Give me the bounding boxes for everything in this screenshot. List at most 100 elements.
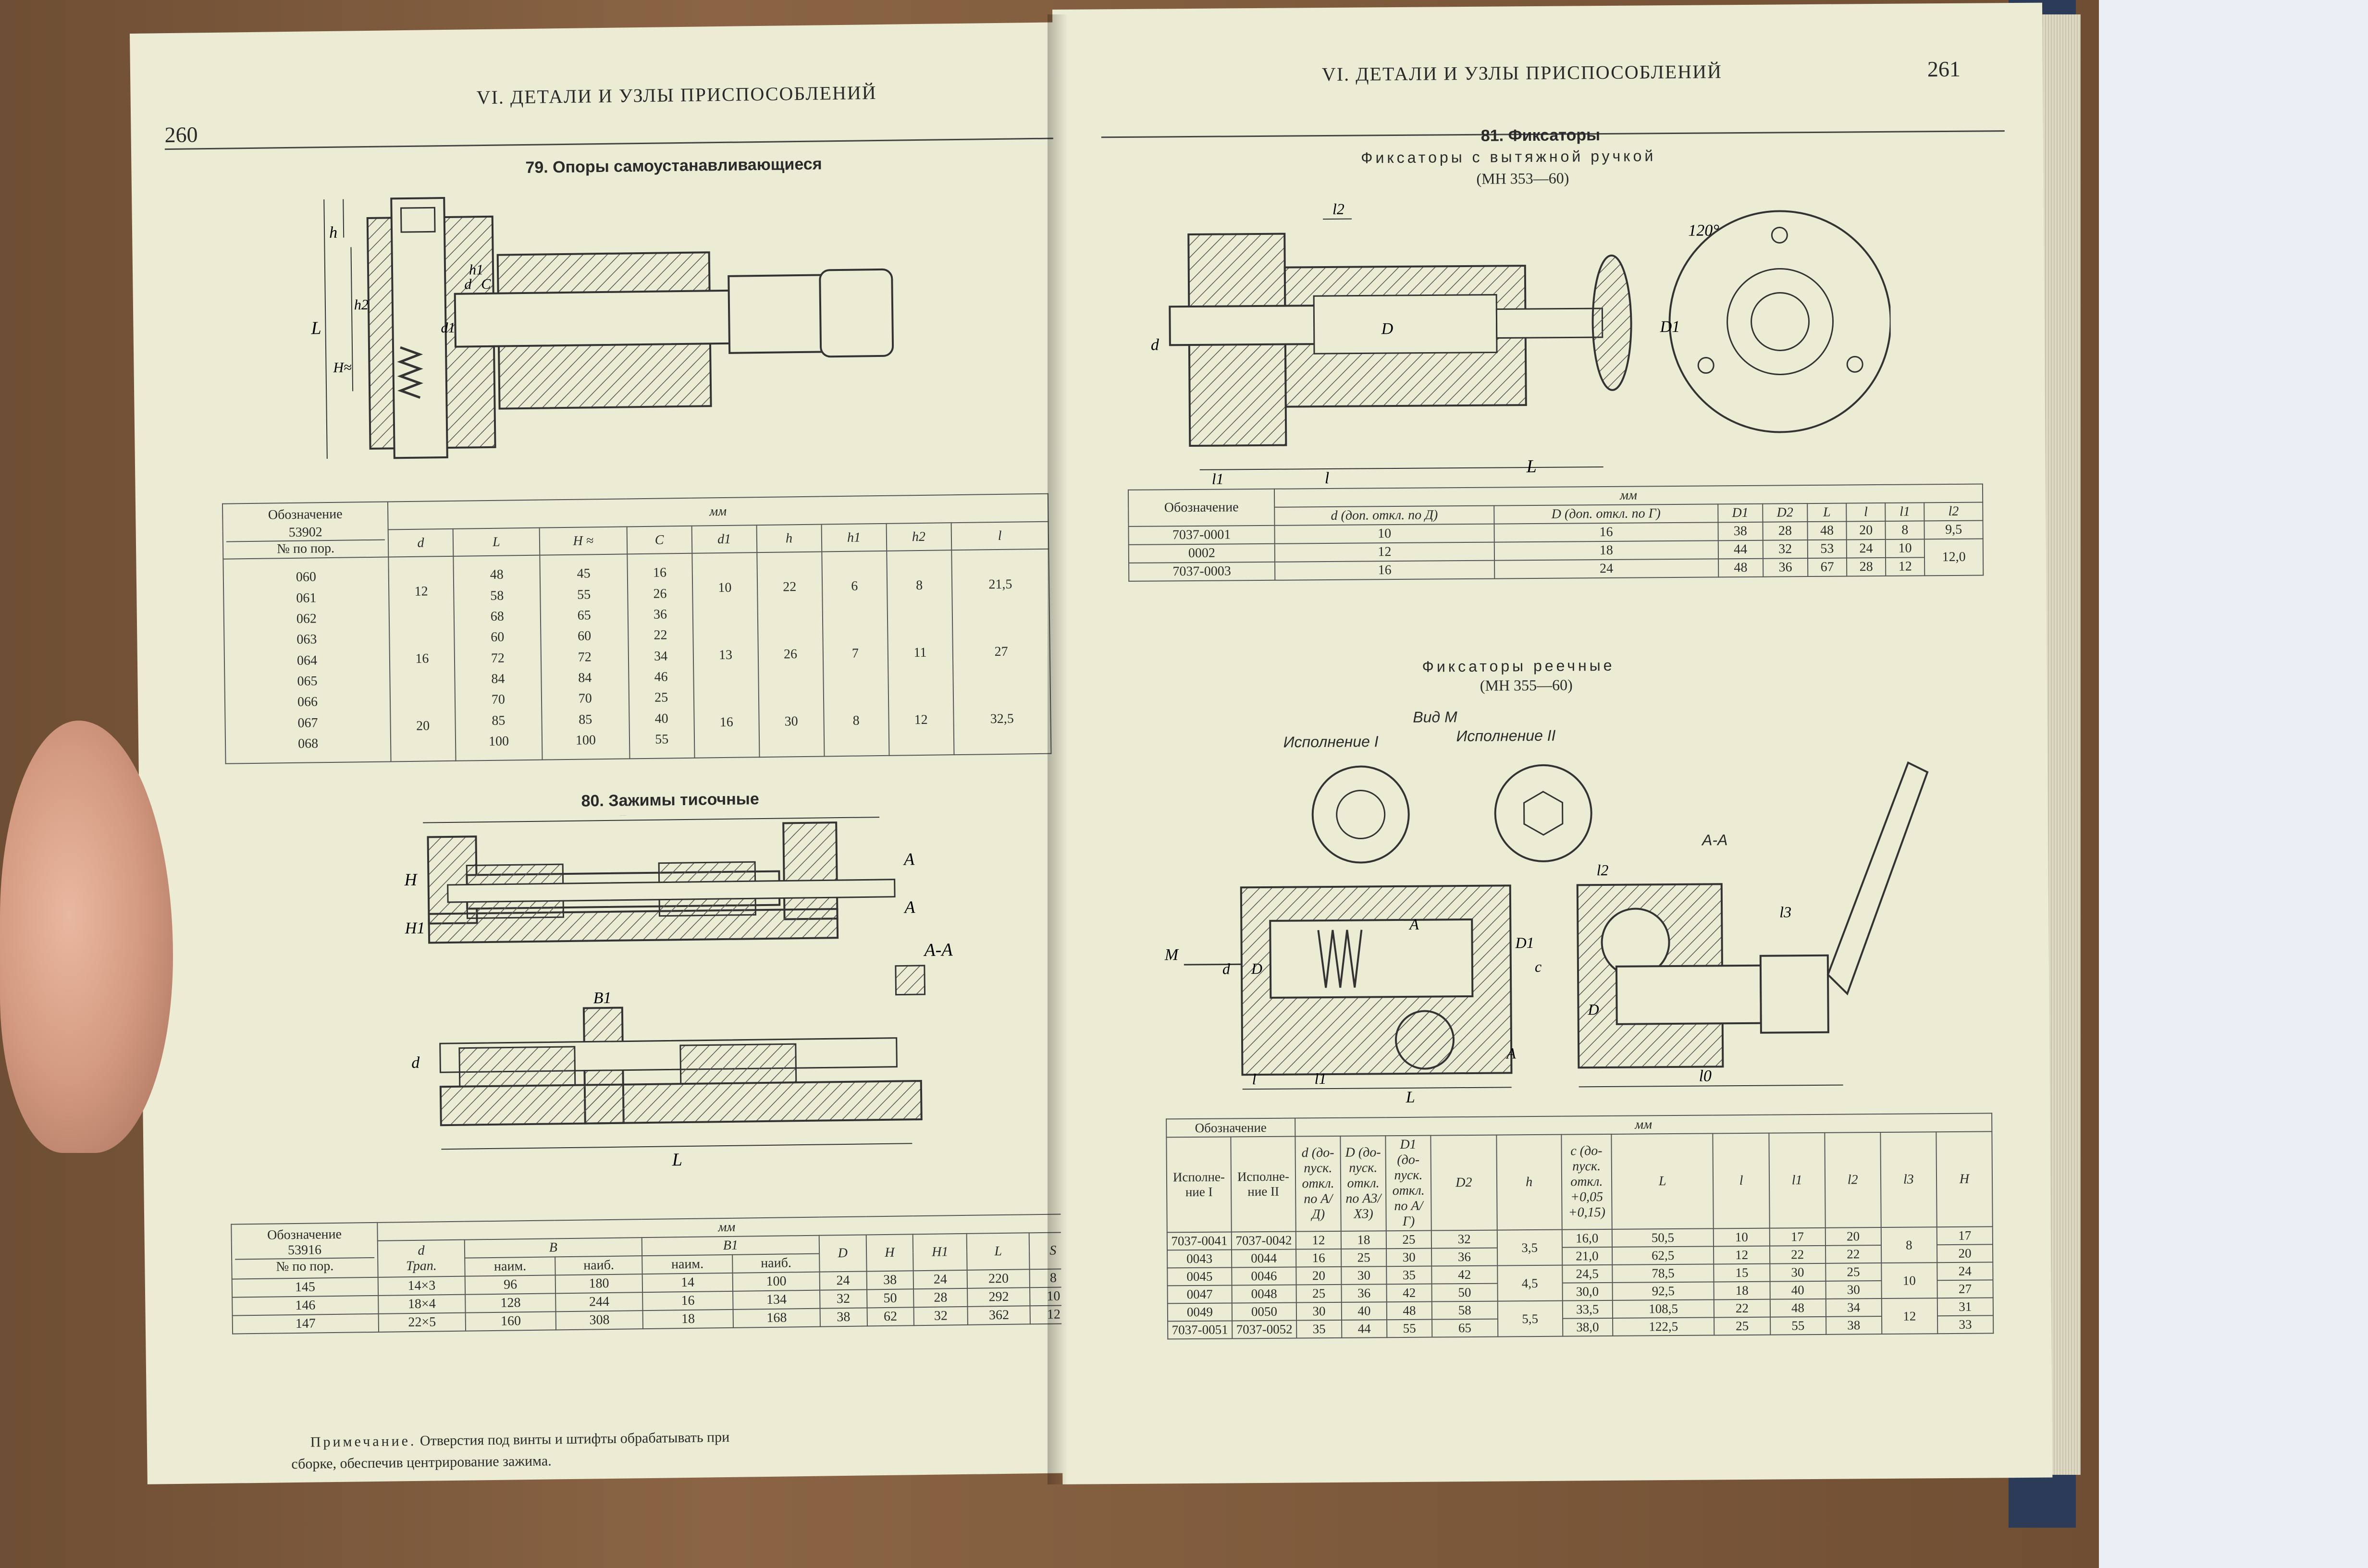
table-cell: 18×4 <box>378 1294 466 1314</box>
table-cell: 0048 <box>1232 1285 1296 1303</box>
table-cell: 27 <box>1937 1280 1993 1298</box>
table-cell: 8 <box>852 713 860 729</box>
dim-B: B <box>620 810 632 820</box>
table-cell: 62,5 <box>1612 1246 1714 1265</box>
table-cell: 34 <box>1825 1298 1882 1317</box>
hdr-l2: l2 <box>1924 502 1983 521</box>
table-cell: 4,5 <box>1497 1265 1563 1301</box>
col-designation-code: 53916 <box>287 1242 322 1258</box>
table-cell: 25 <box>1825 1263 1882 1281</box>
table-cell: 45 <box>577 566 591 581</box>
table-cell: 32 <box>913 1306 968 1326</box>
dim-D1: D1 <box>1660 318 1680 336</box>
table-cell: 48 <box>1386 1301 1432 1320</box>
hdr-h: h <box>756 524 822 553</box>
table-cell: 12 <box>914 712 928 728</box>
table-cell: 064 <box>296 653 318 668</box>
table-cell: 28 <box>913 1288 968 1308</box>
hdr-D: D (доп. откл. по Г) <box>1494 504 1718 524</box>
right-page: VI. ДЕТАЛИ И УЗЛЫ ПРИСПОСОБЛЕНИЙ 261 81.… <box>1052 2 2053 1484</box>
dim-l: l <box>1325 469 1330 487</box>
hdr-B-max: наиб. <box>555 1256 642 1275</box>
table-cell: 12 <box>414 584 428 600</box>
dim-l0: l0 <box>1699 1067 1712 1085</box>
table-cell: 362 <box>967 1306 1031 1325</box>
table-cell: 72 <box>491 650 505 666</box>
table-cell: 17 <box>1769 1227 1825 1246</box>
table-cell: 48 <box>1770 1298 1826 1317</box>
col-exec-1: Исполне-ние I <box>1166 1137 1232 1233</box>
table-cell: 20 <box>416 718 430 734</box>
col-number: № по пор. <box>226 539 385 558</box>
table-cell: 16,0 <box>1562 1229 1612 1248</box>
hdr-d: d (доп. откл. по Д) <box>1274 505 1494 526</box>
hdr-l3: l3 <box>1880 1132 1937 1228</box>
view-arrow-M: M <box>1164 946 1179 964</box>
hdr-D: D <box>819 1235 867 1272</box>
hdr-H: H <box>1936 1131 1993 1227</box>
table-cell: 38 <box>1825 1316 1882 1335</box>
table-cell: 244 <box>555 1292 643 1312</box>
hdr-L: L <box>966 1233 1030 1270</box>
table-cell: 84 <box>578 670 592 686</box>
table-cell: 065 <box>297 674 318 689</box>
left-page: 260 VI. ДЕТАЛИ И УЗЛЫ ПРИСПОСОБЛЕНИЙ 79.… <box>130 21 1137 1484</box>
dim-l2: l2 <box>1596 861 1608 879</box>
hdr-h1: h1 <box>821 523 887 552</box>
dim-l1: l1 <box>1212 470 1224 488</box>
note-label: Примечание. <box>310 1433 417 1450</box>
table-cell: 40 <box>1770 1281 1826 1299</box>
table-cell: 42 <box>1386 1284 1432 1302</box>
table-cell: 48 <box>1718 558 1764 577</box>
table-cell: 38,0 <box>1562 1318 1613 1336</box>
table-cell: 33,5 <box>1562 1300 1613 1319</box>
table-cell: 32 <box>819 1289 867 1309</box>
table-cell: 60 <box>578 628 592 644</box>
hdr-l1: l1 <box>1885 502 1924 521</box>
table-cell: 067 <box>297 715 318 731</box>
table-cell: 9,5 <box>1924 520 1983 539</box>
table-cell: 48 <box>1807 521 1847 540</box>
dim-l1: l1 <box>1314 1070 1326 1087</box>
hdr-B1: B1 <box>641 1235 820 1256</box>
col-exec-2: Исполне-ние II <box>1231 1136 1296 1232</box>
table-cell: 17 <box>1936 1226 1993 1245</box>
section-80-title: 80. Зажимы тисочные <box>581 790 759 810</box>
table-cell: 38 <box>1718 522 1763 541</box>
hdr-H: H ≈ <box>539 527 628 556</box>
running-head: VI. ДЕТАЛИ И УЗЛЫ ПРИСПОСОБЛЕНИЙ <box>1321 61 1723 86</box>
hdr-d: d <box>388 528 454 557</box>
table-cell: 22 <box>1769 1245 1825 1264</box>
note-text-2: сборке, обеспечив центрирование зажима. <box>291 1453 552 1472</box>
table-cell: 8 <box>1885 521 1925 539</box>
col-designation: Обозначение <box>268 506 343 523</box>
table-cell: 7037-0003 <box>1129 562 1275 581</box>
dim-l3: l3 <box>1779 903 1791 920</box>
label-A-top: A <box>903 849 915 869</box>
table-cell: 168 <box>733 1308 820 1328</box>
table-cell: 30,0 <box>1562 1282 1613 1301</box>
table-cell: 30 <box>1769 1263 1826 1282</box>
table-cell: 145 <box>232 1277 379 1298</box>
table-cell: 24 <box>1937 1262 1993 1281</box>
table-cell: 30 <box>1825 1281 1882 1299</box>
table-cell: 16 <box>642 1291 733 1311</box>
table-cell: 28 <box>1847 557 1886 576</box>
dim-D: D <box>1251 960 1262 977</box>
table-cell: 67 <box>1807 558 1847 577</box>
hdr-l2: l2 <box>1825 1132 1881 1228</box>
dim-L: L <box>1406 1089 1415 1104</box>
table-cell: 68 <box>490 609 504 624</box>
header-rule <box>164 137 1078 150</box>
table-cell: 26 <box>783 647 798 662</box>
table-cell: 78,5 <box>1612 1264 1714 1283</box>
table-cell: 25 <box>1296 1284 1342 1303</box>
table-cell: 32 <box>1431 1230 1497 1249</box>
table-cell: 7037-0042 <box>1231 1231 1296 1250</box>
table-cell: 30 <box>1386 1248 1432 1267</box>
table-cell: 16 <box>719 715 733 730</box>
table-cell: 24,5 <box>1562 1264 1613 1283</box>
table-cell: 180 <box>555 1274 643 1294</box>
dim-L: L <box>310 318 321 338</box>
table-cell: 38 <box>820 1308 867 1327</box>
